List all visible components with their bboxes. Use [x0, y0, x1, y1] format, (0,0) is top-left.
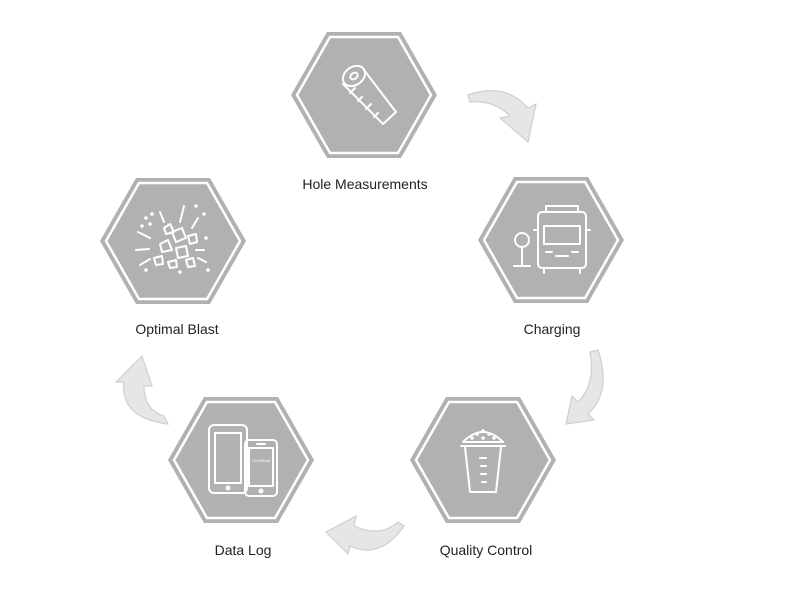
- phone-brand-text: CPURIUM: [252, 458, 271, 463]
- tape-measure-icon: [341, 64, 397, 125]
- step-label: Charging: [524, 321, 581, 337]
- sample-cup-icon: [460, 429, 506, 493]
- step-hole-measurements: Hole Measurements: [291, 32, 437, 192]
- hexagon: [478, 177, 624, 303]
- arrow-icon: [325, 514, 405, 556]
- arrow-icon: [114, 354, 170, 425]
- tablet-phone-icon: [208, 424, 278, 497]
- hexagon: [410, 397, 556, 523]
- truck-icon: [513, 205, 591, 274]
- arrow-icon: [565, 349, 604, 425]
- arrow-icon: [467, 90, 537, 144]
- step-label: Optimal Blast: [135, 321, 218, 337]
- blast-fragments-icon: [135, 204, 210, 274]
- step-label: Quality Control: [440, 542, 533, 558]
- hexagon: [291, 32, 437, 158]
- cycle-arrows: [114, 90, 604, 556]
- hexagon: [100, 178, 246, 304]
- step-label: Hole Measurements: [302, 176, 427, 192]
- step-optimal-blast: Optimal Blast: [100, 178, 246, 337]
- step-charging: Charging: [478, 177, 624, 337]
- step-label: Data Log: [215, 542, 272, 558]
- step-data-log: CPURIUM Data Log: [168, 397, 314, 558]
- step-quality-control: Quality Control: [410, 397, 556, 558]
